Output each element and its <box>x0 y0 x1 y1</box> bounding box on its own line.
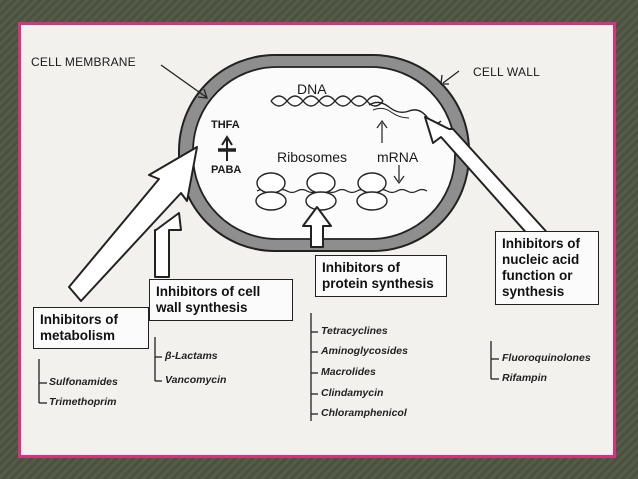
dna-label: DNA <box>297 81 327 97</box>
brackets <box>38 313 499 421</box>
drug-clindamycin: Clindamycin <box>321 387 384 399</box>
nucleic-title-3: function or <box>502 268 573 283</box>
drug-rifampin: Rifampin <box>502 372 547 384</box>
drug-fluoroquinolones: Fluoroquinolones <box>502 352 591 364</box>
arrow-nucleic <box>424 116 554 248</box>
drug-sulfonamides: Sulfonamides <box>49 376 118 388</box>
drug-tetracyclines: Tetracyclines <box>321 325 388 337</box>
arrow-cell-wall <box>154 212 182 278</box>
drug-macrolides: Macrolides <box>321 366 376 378</box>
paba-label: PABA <box>211 164 242 176</box>
ribosome-3 <box>356 172 388 211</box>
drug-chloramphenicol: Chloramphenicol <box>321 407 407 419</box>
cell-wall-label: CELL WALL <box>473 65 540 79</box>
bacterial-cell-diagram <box>38 54 554 421</box>
drug-vancomycin: Vancomycin <box>165 374 227 386</box>
cell-wall-box: Inhibitors of cell wall synthesis <box>149 279 293 321</box>
protein-box: Inhibitors of protein synthesis <box>315 255 447 297</box>
cell-membrane-pointer <box>160 64 207 98</box>
ribosome-chain <box>256 188 428 194</box>
ribosome-2 <box>305 172 337 211</box>
dna-strand-1 <box>270 95 384 107</box>
ribosome-1 <box>255 172 287 211</box>
nucleic-box: Inhibitors of nucleic acid function or s… <box>495 231 599 305</box>
drug-aminoglycosides: Aminoglycosides <box>321 345 408 357</box>
diagram-slide: CELL MEMBRANE CELL WALL DNA THFA PABA Ri… <box>18 22 616 458</box>
drug-beta-lactams: β-Lactams <box>165 350 218 362</box>
dna-strand-2 <box>270 95 384 107</box>
arrow-metabolism <box>68 146 198 302</box>
metabolism-title-1: Inhibitors of <box>40 312 118 327</box>
ribosomes-label: Ribosomes <box>277 149 348 165</box>
nucleic-title-2: nucleic acid <box>502 252 580 267</box>
metabolism-title-2: metabolism <box>40 328 116 343</box>
thfa-label: THFA <box>211 119 240 131</box>
cell-membrane-label: CELL MEMBRANE <box>31 55 136 69</box>
protein-title-1: Inhibitors of <box>322 260 400 275</box>
nucleic-title-4: synthesis <box>502 284 565 299</box>
protein-title-2: protein synthesis <box>322 276 434 291</box>
cell-wall-title-1: Inhibitors of cell <box>156 284 261 299</box>
arrow-protein <box>302 206 332 248</box>
cell-wall-title-2: wall synthesis <box>156 300 248 315</box>
drug-trimethoprim: Trimethoprim <box>49 396 117 408</box>
metabolism-box: Inhibitors of metabolism <box>33 307 149 349</box>
nucleic-title-1: Inhibitors of <box>502 236 580 251</box>
cell-wall-pointer <box>442 70 460 84</box>
mrna-label: mRNA <box>377 149 419 165</box>
